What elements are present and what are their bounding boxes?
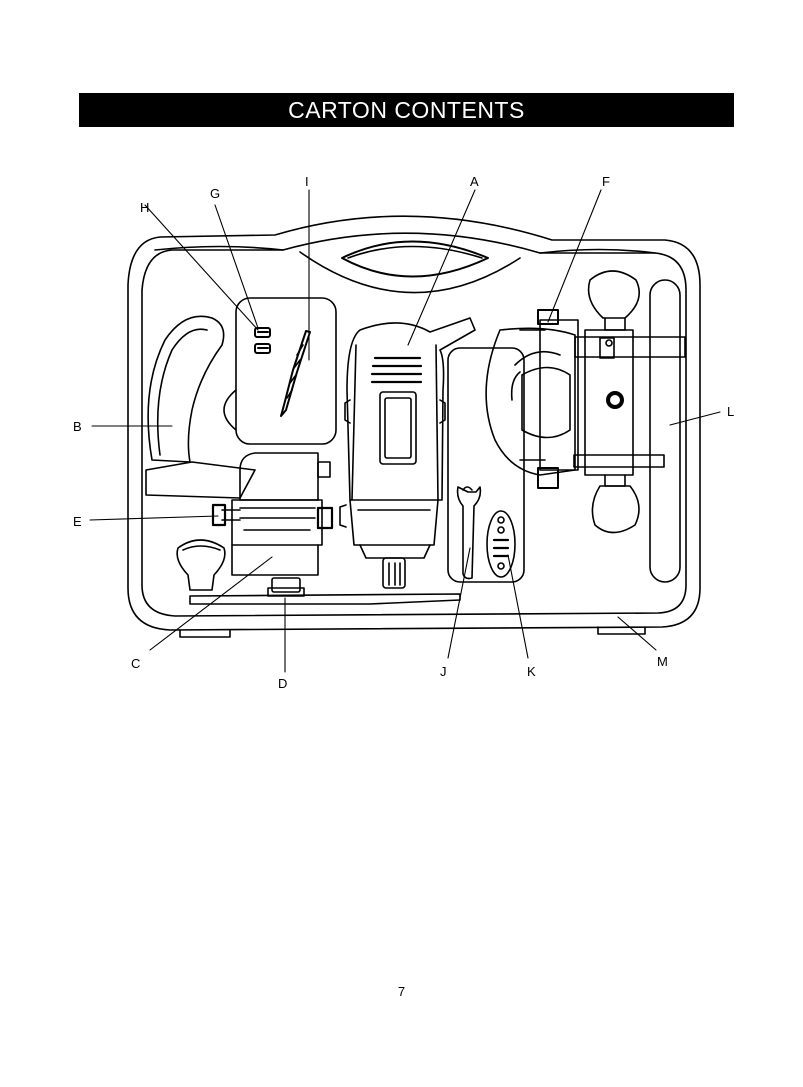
callout-l: L <box>727 404 734 419</box>
callout-b: B <box>73 419 82 434</box>
knob <box>177 540 225 590</box>
callout-d: D <box>278 676 287 691</box>
carrying-case <box>128 216 700 637</box>
page-number: 7 <box>0 984 803 999</box>
storage-pocket <box>224 298 336 444</box>
callout-k: K <box>527 664 536 679</box>
callout-j: J <box>440 664 447 679</box>
wrench-j <box>458 487 481 579</box>
callout-c: C <box>131 656 140 671</box>
callout-m: M <box>657 654 668 669</box>
collets-gh <box>255 328 270 353</box>
straight-edge-d <box>190 578 460 604</box>
rotary-tool-a <box>340 318 475 588</box>
callout-h: H <box>140 200 149 215</box>
callout-g: G <box>210 186 220 201</box>
callout-a: A <box>470 174 479 189</box>
drill-bit-i <box>281 331 310 416</box>
guide-attachment-ce <box>213 453 332 575</box>
callout-f: F <box>602 174 610 189</box>
callout-i: I <box>305 174 309 189</box>
circle-cutter-f <box>486 310 578 488</box>
side-handle-b <box>146 316 255 498</box>
callout-e: E <box>73 514 82 529</box>
callout-leader-lines <box>90 190 720 672</box>
rod-bracket-l <box>574 271 685 582</box>
